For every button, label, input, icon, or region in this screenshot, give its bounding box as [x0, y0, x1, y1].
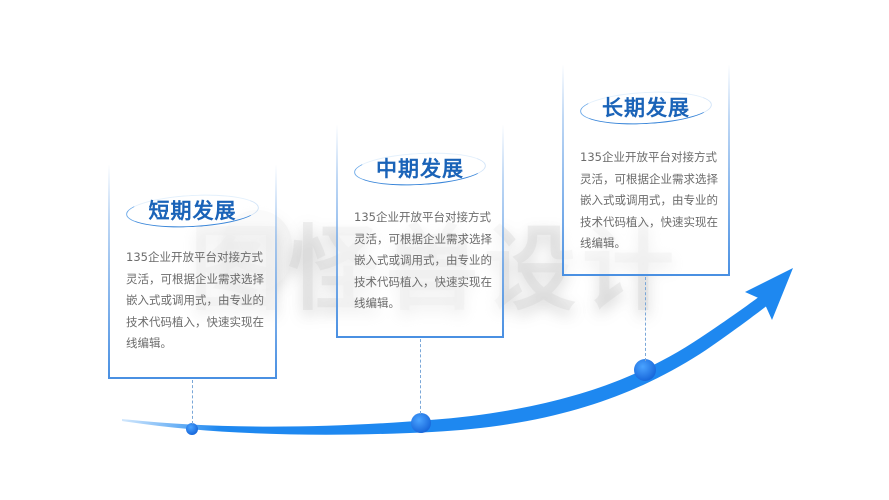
stage-card-mid-term: 中期发展 135企业开放平台对接方式灵活，可根据企业需求选择嵌入式或调用式，由专… — [336, 125, 504, 338]
stage-card-long-term: 长期发展 135企业开放平台对接方式灵活，可根据企业需求选择嵌入式或调用式，由专… — [562, 65, 730, 276]
stage-card-short-term: 短期发展 135企业开放平台对接方式灵活，可根据企业需求选择嵌入式或调用式，由专… — [108, 165, 277, 379]
milestone-dot-icon — [186, 423, 198, 435]
stage-description: 135企业开放平台对接方式灵活，可根据企业需求选择嵌入式或调用式，由专业的技术代… — [354, 210, 492, 310]
milestone-dot-icon — [634, 359, 656, 381]
stage-title: 长期发展 — [602, 96, 690, 120]
stage-title-badge: 中期发展 — [348, 149, 492, 189]
stage-title-badge: 短期发展 — [120, 191, 265, 231]
milestone-dot-icon — [411, 413, 431, 433]
stage-title: 短期发展 — [148, 199, 237, 223]
arrow-head-icon — [745, 268, 793, 320]
stage-title: 中期发展 — [376, 157, 464, 181]
connector-line — [645, 277, 646, 361]
connector-line — [192, 380, 193, 424]
stage-title-badge: 长期发展 — [574, 88, 718, 128]
stage-description: 135企业开放平台对接方式灵活，可根据企业需求选择嵌入式或调用式，由专业的技术代… — [126, 250, 264, 350]
connector-line — [420, 339, 421, 414]
stage-description: 135企业开放平台对接方式灵活，可根据企业需求选择嵌入式或调用式，由专业的技术代… — [580, 150, 718, 250]
